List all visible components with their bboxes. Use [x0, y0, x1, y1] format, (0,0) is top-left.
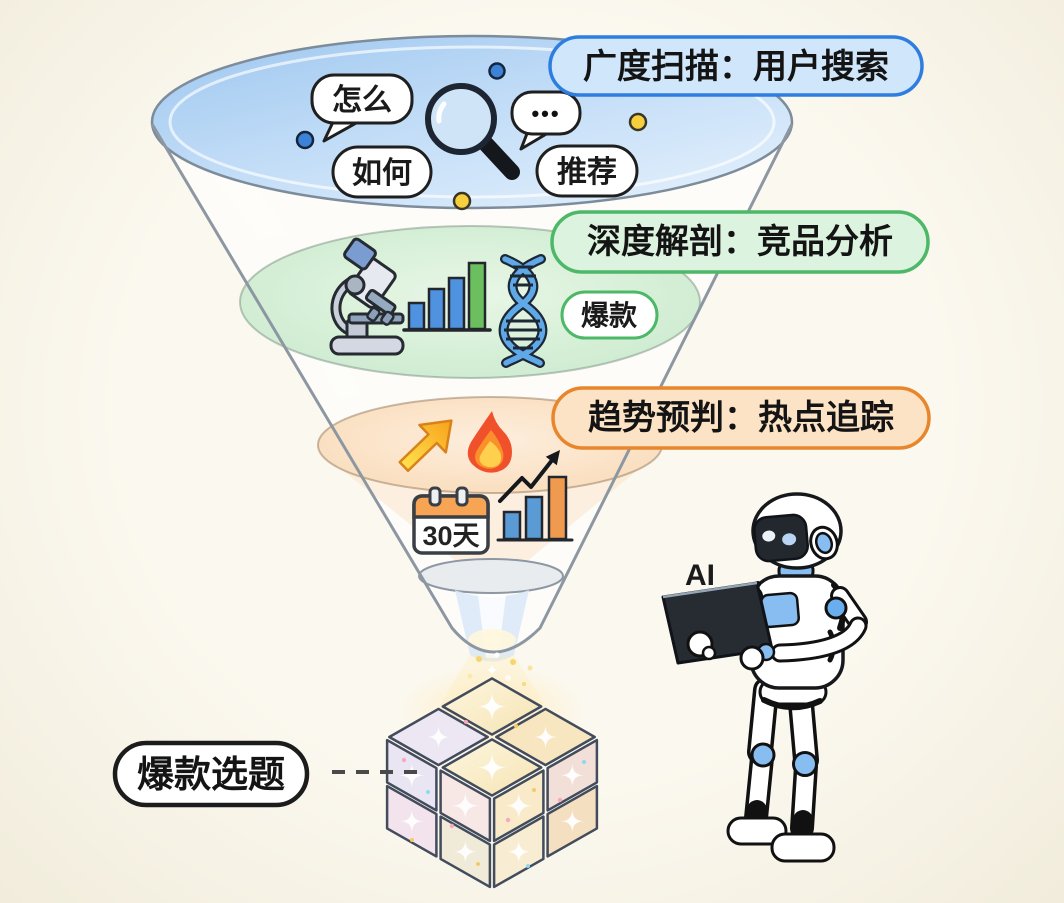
yellow-dot-icon	[628, 112, 648, 132]
bubble-body	[310, 73, 414, 125]
bubble-body	[510, 90, 582, 136]
bubble-label: •••	[531, 101, 560, 126]
robot-knee	[750, 742, 776, 768]
funnel-throat	[418, 558, 564, 594]
badge-label: 趋势预判：热点追踪	[588, 399, 894, 437]
badge-stage1: 广度扫描：用户搜索	[548, 35, 924, 97]
lens-highlight	[436, 101, 447, 124]
bubble-label: 推荐	[557, 156, 617, 189]
robot-foot	[726, 816, 788, 846]
funnel-outline	[150, 123, 794, 654]
magnifier-handle	[478, 136, 520, 180]
robot-shoulder-joint	[824, 596, 848, 620]
stage3-icons: 30天	[398, 411, 574, 555]
robot-eye	[782, 533, 797, 546]
badge-pill	[550, 210, 930, 274]
stage2-icons: 爆款	[329, 237, 659, 368]
cube-accent-dots	[401, 720, 586, 868]
robot-icon: AI	[661, 492, 868, 863]
magnifier-icon	[425, 83, 520, 180]
badge-label: 广度扫描：用户搜索	[583, 48, 889, 86]
robot-ear	[809, 525, 839, 561]
badge-pill	[548, 35, 924, 97]
up-arrow-icon	[398, 419, 453, 473]
speech-bubble-tuijian: 推荐	[535, 144, 639, 198]
calendar-label: 30天	[422, 521, 479, 551]
layer-scan-inner-lip	[168, 45, 776, 199]
speech-bubble-zenme: 怎么	[310, 73, 414, 143]
yellow-dot-icon	[452, 191, 472, 211]
robot-hand	[739, 645, 765, 671]
stage1-keywords: 怎么 如何 ••• 推荐	[295, 62, 648, 211]
bubble-body	[535, 144, 639, 198]
speech-bubble-ruhe: 如何	[331, 145, 433, 199]
funnel-orange-wash	[330, 460, 650, 590]
robot-foot	[770, 832, 836, 863]
result-pill	[112, 740, 310, 808]
robot-face	[753, 513, 809, 563]
flame-icon	[467, 411, 512, 473]
tag-label: 爆款	[581, 300, 638, 331]
sparkle-cube-icon	[385, 663, 599, 889]
badge-stage3: 趋势预判：热点追踪	[551, 386, 931, 450]
microscope-icon	[329, 237, 405, 356]
badge-label: 深度解剖：竞品分析	[587, 223, 893, 261]
robot-eye	[762, 530, 776, 542]
trend-chart-icon	[496, 450, 574, 542]
bubble-body	[331, 145, 433, 199]
result-label: 爆款选题	[137, 754, 285, 795]
robot-legs	[726, 677, 836, 863]
bar-chart-icon	[402, 261, 492, 332]
badge-pill	[551, 386, 931, 450]
result-callout: 爆款选题	[112, 740, 428, 808]
spout-light	[468, 629, 516, 651]
robot-ai-label: AI	[685, 559, 715, 592]
blue-dot-icon	[295, 130, 315, 150]
calendar-icon: 30天	[412, 486, 490, 555]
ellipsis-bubble-icon: •••	[510, 90, 582, 151]
badge-stage2: 深度解剖：竞品分析	[550, 210, 930, 274]
robot-knee	[792, 751, 818, 777]
bubble-label: 怎么	[332, 84, 392, 117]
tag-pill	[560, 290, 659, 340]
bubble-label: 如何	[352, 157, 412, 190]
dna-icon	[498, 254, 548, 368]
blue-dot-icon	[488, 62, 506, 80]
tag-baokuan: 爆款	[560, 290, 659, 340]
